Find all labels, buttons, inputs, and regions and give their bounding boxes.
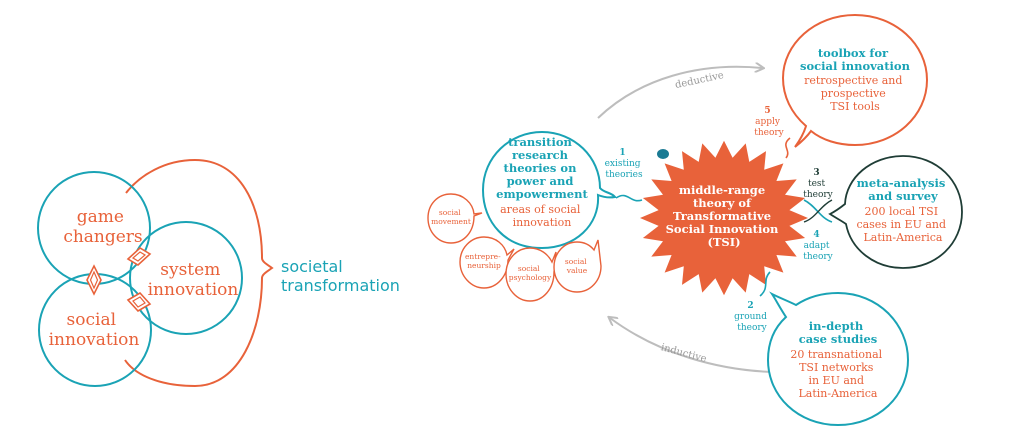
venn-cluster: game changers system innovation social i… — [37, 158, 400, 388]
societal-transformation-bracket — [124, 158, 274, 388]
transition-research-bubble: transition research theories on power an… — [481, 130, 617, 250]
overlap-diamond-top — [126, 247, 152, 266]
inductive-label: inductive — [660, 342, 708, 365]
small-circles: social movement entrepre- neurship socia… — [427, 193, 602, 302]
overlap-diamond-left — [86, 264, 102, 296]
step-2-squiggle — [759, 271, 771, 297]
meta-bold: meta-analysis and survey — [857, 176, 950, 203]
svg-text:social value: social value — [565, 257, 589, 275]
step-1-label: 1 existing theories — [605, 148, 644, 180]
cases-bubble-outline — [766, 291, 910, 427]
societal-transformation-label: societal transformation — [281, 257, 400, 295]
overlap-diamond-bottom — [126, 291, 152, 313]
cases-bold: in-depth case studies — [799, 319, 878, 346]
step-5-squiggle — [785, 137, 791, 159]
svg-text:social psychology: social psychology — [509, 264, 552, 282]
inductive-arrow — [610, 318, 773, 373]
transition-bubble-outline — [481, 130, 617, 250]
step-labels: 1 existing theories 5 apply theory 3 tes… — [605, 106, 834, 333]
deductive-arrow — [597, 67, 762, 119]
overlap-diamond-left-inner — [89, 270, 99, 290]
step-connectors — [615, 137, 833, 297]
cases-normal: 20 transnational TSI networks in EU and … — [790, 348, 885, 400]
tsi-center: middle-range theory of Transformative So… — [640, 140, 808, 296]
game-changers-label: game changers — [63, 207, 142, 247]
step-1-squiggle — [615, 194, 643, 202]
svg-text:entrepre- neurship: entrepre- neurship — [465, 252, 503, 270]
step-2-label: 2 ground theory — [734, 301, 770, 333]
transition-bold: transition research theories on power an… — [496, 135, 588, 201]
svg-text:social movement: social movement — [431, 208, 471, 226]
overlap-diamond-top-inner — [131, 251, 147, 262]
meta-analysis-bubble: meta-analysis and survey 200 local TSI c… — [828, 155, 963, 269]
case-studies-bubble: in-depth case studies 20 transnational T… — [766, 291, 910, 427]
toolbox-normal: retrospective and prospective TSI tools — [804, 74, 906, 113]
social-innovation-label: social innovation — [49, 310, 140, 350]
starburst-shape — [640, 140, 808, 296]
system-innovation-circle — [129, 221, 243, 335]
center-title: middle-range theory of Transformative So… — [666, 183, 783, 249]
toolbox-bubble: toolbox for social innovation retrospect… — [781, 13, 929, 148]
overlap-diamond-bottom-inner — [132, 296, 146, 308]
social-movement-circle: social movement — [427, 193, 483, 244]
meta-bubble-outline — [828, 155, 963, 269]
transition-normal: areas of social innovation — [500, 203, 584, 229]
entrepreneurship-circle: entrepre- neurship — [459, 236, 515, 289]
social-value-circle: social value — [553, 239, 602, 293]
teal-dot — [657, 149, 669, 159]
system-innovation-label: system innovation — [148, 260, 239, 300]
toolbox-bold: toolbox for social innovation — [800, 46, 911, 73]
toolbox-bubble-outline — [781, 13, 929, 148]
meta-normal: 200 local TSI cases in EU and Latin-Amer… — [856, 205, 949, 244]
step-5-label: 5 apply theory — [754, 106, 784, 138]
step-4-label: 4 adapt theory — [803, 230, 833, 262]
social-psychology-circle: social psychology — [505, 247, 557, 302]
step-3-label: 3 test theory — [803, 168, 833, 200]
step-4-curve — [803, 199, 833, 223]
